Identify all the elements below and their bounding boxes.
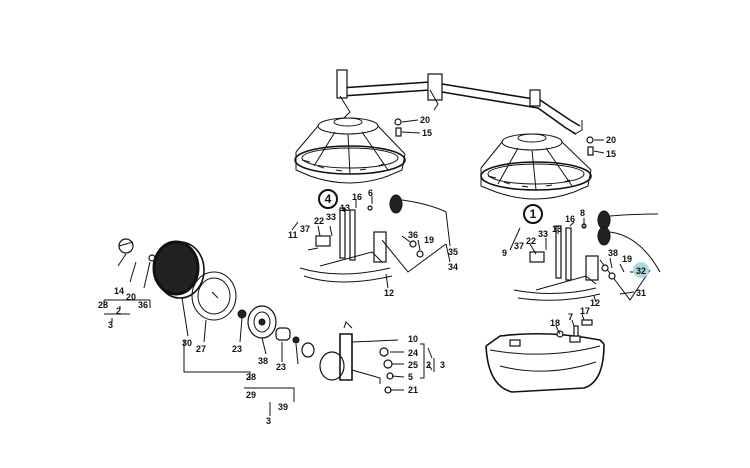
label-34: 34 (448, 262, 458, 272)
label-19: 19 (424, 235, 434, 245)
label-group-4: 4 (325, 192, 332, 206)
label-c23a: 23 (232, 344, 242, 354)
label-group-1: 1 (530, 207, 537, 221)
left-rotor-basket (294, 117, 406, 184)
leader-lines (103, 196, 640, 416)
label-r9: 9 (502, 248, 507, 258)
right-rotor-basket (480, 133, 592, 200)
frame-bolt-right (586, 136, 605, 156)
hub-assembly (237, 305, 315, 358)
label-r32: 32 (636, 266, 646, 276)
label-frame-15: 15 (422, 128, 432, 138)
label-w30: 30 (182, 338, 192, 348)
label-c28: 28 (246, 372, 256, 382)
label-r12: 12 (590, 298, 600, 308)
axle-gear-assembly (319, 321, 405, 394)
label-c38: 38 (258, 356, 268, 366)
label-b7: 7 (568, 312, 573, 322)
label-13: 13 (340, 203, 350, 213)
label-w28a: 28 (98, 300, 108, 310)
label-35: 35 (448, 247, 458, 257)
label-c39: 39 (278, 402, 288, 412)
label-b17: 17 (580, 306, 590, 316)
label-c3: 3 (266, 416, 271, 426)
label-16: 16 (352, 192, 362, 202)
label-w2a: 2 (116, 306, 121, 316)
right-arm-assembly (513, 210, 661, 301)
label-w36: 36 (138, 300, 148, 310)
label-g25: 25 (408, 360, 418, 370)
group-bracket (420, 343, 435, 379)
label-r13: 13 (552, 224, 562, 234)
frame-bolt-left (394, 118, 421, 137)
label-c23b: 23 (276, 362, 286, 372)
label-frame-20b: 20 (606, 135, 616, 145)
label-6: 6 (368, 188, 373, 198)
main-frame-bar (336, 69, 583, 135)
label-g2: 2 (426, 360, 431, 370)
label-11: 11 (288, 230, 298, 240)
label-36: 36 (408, 230, 418, 240)
label-g24: 24 (408, 348, 418, 358)
label-g5: 5 (408, 372, 413, 382)
label-r37: 37 (514, 241, 524, 251)
label-22: 22 (314, 216, 324, 226)
label-r31: 31 (636, 288, 646, 298)
label-33: 33 (326, 212, 336, 222)
label-r19: 19 (622, 254, 632, 264)
label-w3a: 3 (108, 320, 113, 330)
label-r38: 38 (608, 248, 618, 258)
label-w27: 27 (196, 344, 206, 354)
label-r22: 22 (526, 236, 536, 246)
label-g10: 10 (408, 334, 418, 344)
label-12: 12 (384, 288, 394, 298)
label-g3: 3 (440, 360, 445, 370)
label-frame-20: 20 (420, 115, 430, 125)
label-frame-15b: 15 (606, 149, 616, 159)
label-r16: 16 (565, 214, 575, 224)
left-arm-assembly (299, 194, 447, 283)
group-marker-1 (523, 204, 543, 224)
label-r8: 8 (580, 208, 585, 218)
wheel-guard (485, 319, 605, 393)
tyre-wheel (118, 238, 237, 321)
label-w20: 20 (126, 292, 136, 302)
group-marker-4 (318, 189, 338, 209)
label-c29: 29 (246, 390, 256, 400)
label-b18: 18 (550, 318, 560, 328)
label-g21: 21 (408, 385, 418, 395)
label-37: 37 (300, 224, 310, 234)
label-r33: 33 (538, 229, 548, 239)
highlight-marker-32 (633, 262, 649, 278)
label-w14: 14 (114, 286, 124, 296)
